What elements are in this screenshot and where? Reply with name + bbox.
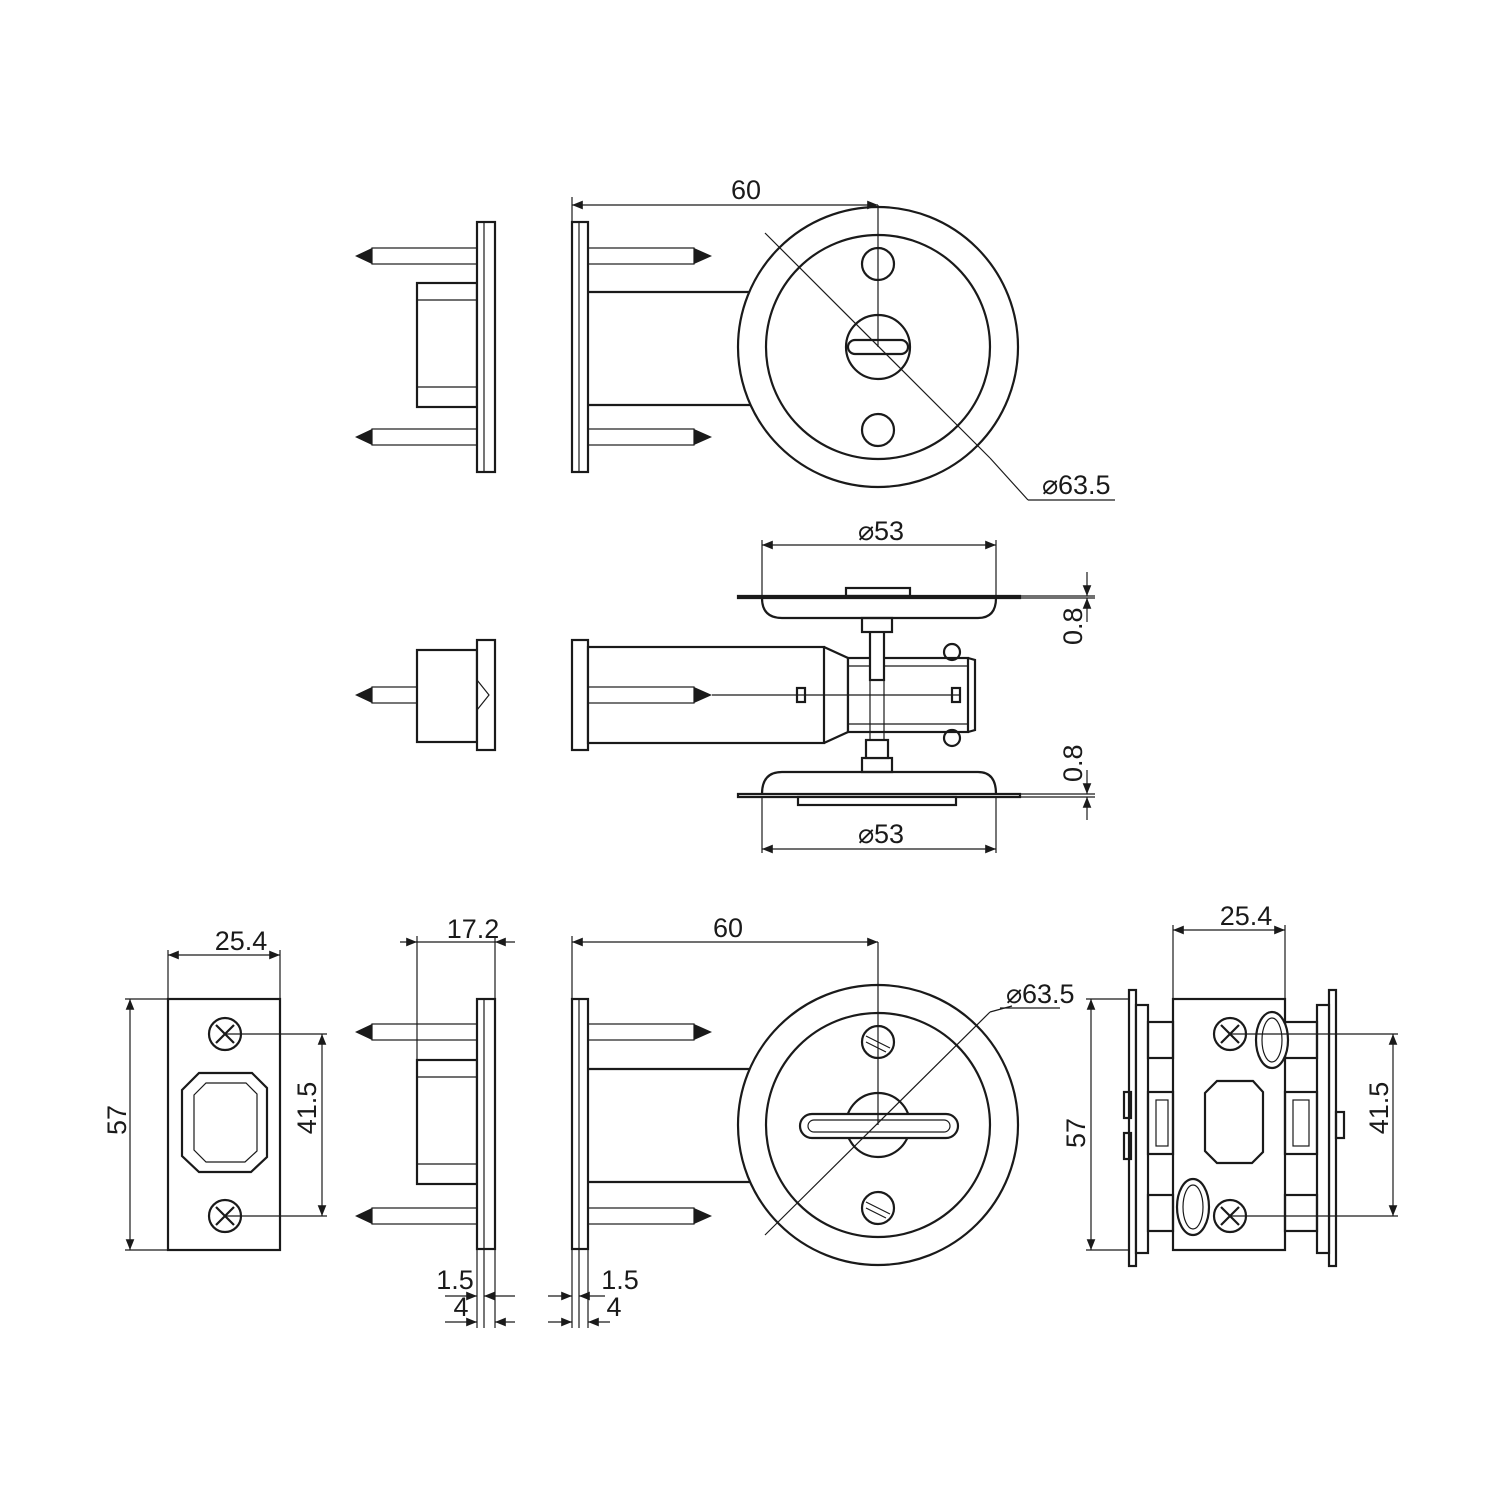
latch-body	[415, 648, 479, 744]
bracket-plate	[570, 997, 590, 1251]
dim-right-height: 57	[1061, 1118, 1091, 1148]
dim-latch-offset-b: 4	[606, 1292, 621, 1322]
thumb-turn	[798, 1112, 960, 1140]
diameter-symbol: ⌀	[858, 819, 874, 849]
screw-head	[860, 1190, 896, 1226]
latch-plate	[475, 638, 497, 752]
slot-nut	[1254, 1010, 1290, 1070]
latch-body	[415, 1058, 479, 1186]
dim-bottom-diameter: 63.5	[1022, 979, 1075, 1009]
dim-side-plate-diameter-top: 53	[874, 516, 904, 546]
dim-side-thickness-top: 0.8	[1058, 607, 1088, 645]
bracket-plate	[570, 220, 590, 474]
diameter-symbol: ⌀	[1006, 979, 1022, 1009]
dim-strike-width: 25.4	[215, 926, 268, 956]
top-flange	[736, 594, 1022, 600]
screw	[355, 247, 479, 265]
pull-view: 60 ⌀ 63.5 1.5 4	[548, 913, 1075, 1328]
screw	[371, 1207, 479, 1225]
dim-bottom-width: 60	[713, 913, 743, 943]
diameter-symbol: ⌀	[1042, 470, 1058, 500]
right-view: 25.4 57 41.5	[1061, 901, 1398, 1268]
screw	[587, 1207, 695, 1225]
latch-plate	[475, 220, 497, 474]
side-view: ⌀ 53 ⌀ 53 0.8 0.8	[355, 516, 1095, 854]
latch-body	[415, 281, 479, 409]
bottom-plate	[760, 770, 998, 795]
slot-nut	[1175, 1177, 1211, 1237]
screw	[587, 247, 712, 265]
dim-top-diameter: 63.5	[1058, 470, 1111, 500]
dim-right-hole-spacing: 41.5	[1364, 1082, 1394, 1135]
dim-latch-depth: 17.2	[447, 914, 500, 944]
bracket-plate	[570, 638, 590, 752]
latch-view: 17.2 1.5 4	[355, 914, 515, 1328]
strike-plate-view: 25.4 57 41.5	[102, 926, 327, 1252]
screw	[587, 428, 712, 446]
spindle	[868, 628, 886, 682]
dim-top-width: 60	[731, 175, 761, 205]
screw	[355, 428, 479, 446]
dim-side-thickness-bottom: 0.8	[1058, 744, 1088, 782]
dim-side-plate-diameter-bottom: 53	[874, 819, 904, 849]
screw	[587, 1023, 695, 1041]
dim-latch-thickness-b: 1.5	[601, 1265, 639, 1295]
top-plate	[760, 597, 998, 620]
screw	[371, 1023, 479, 1041]
dim-latch-thickness-a: 1.5	[436, 1265, 474, 1295]
dim-latch-offset-a: 4	[453, 1292, 468, 1322]
strike-opening	[180, 1071, 269, 1174]
latch-plate	[475, 997, 497, 1251]
top-view: 60 ⌀ 63.5	[355, 175, 1115, 501]
strike-plate	[166, 997, 282, 1252]
dim-strike-height: 57	[102, 1105, 132, 1135]
latch-opening	[1203, 1079, 1265, 1165]
diameter-symbol: ⌀	[858, 516, 874, 546]
dim-strike-hole-spacing: 41.5	[292, 1082, 322, 1135]
dim-right-width: 25.4	[1220, 901, 1273, 931]
screw-hole	[860, 412, 896, 448]
